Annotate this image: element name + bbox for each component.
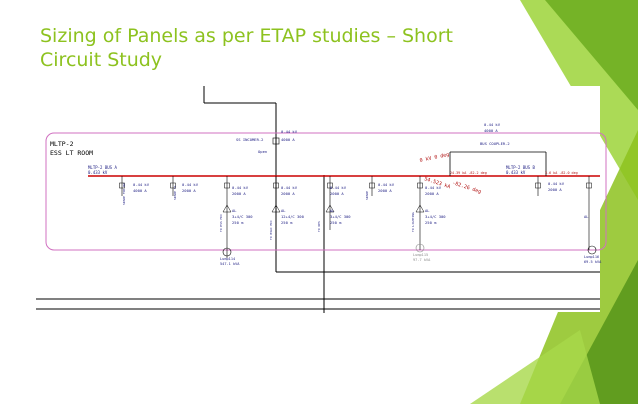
feeder-3-name: TO ESS MCC — [219, 214, 223, 232]
slide-title-line-2: Circuit Study — [40, 49, 163, 71]
feeder-right-1-amp: 2000 A — [548, 187, 562, 192]
feeder-6-amp: 2000 A — [378, 188, 392, 193]
feeder-7-kv: 0.44 kV — [425, 185, 442, 190]
feeder-3-kv: 0.44 kV — [232, 185, 249, 190]
feeder-1-kv: 0.44 kV — [133, 182, 150, 187]
right-branch-flow: 3.6 kA -82.0 deg — [545, 171, 578, 175]
feeder-7-amp: 2000 A — [425, 191, 439, 196]
feeder-7-name: TO LIGHTING — [411, 212, 415, 232]
coupler-breaker: BUS COUPLER-2 — [480, 141, 510, 146]
load-2-kva: 97.7 kVA — [413, 258, 431, 262]
feeder-right-2-cable: AL — [584, 214, 589, 219]
feeder-2-kv: 0.44 kV — [182, 182, 199, 187]
load-3-kva: 69.5 kVA — [584, 260, 602, 264]
feeder-2: 0.44 kV 2000 A SPARE F1 — [170, 176, 199, 200]
feeder-4-kv: 0.44 kV — [281, 185, 298, 190]
feeder-1-amp: 4000 A — [133, 188, 147, 193]
cable-2-size: 12+4/C 300 — [281, 214, 305, 219]
feeder-7: 0.44 kV 2000 A TO LIGHTING AL 3+4/C 300 … — [411, 176, 446, 262]
cable-4-len: 250 m — [425, 220, 437, 225]
feeder-4-name: TO HVAC MCC — [269, 220, 273, 240]
cable-3: AL — [330, 208, 335, 213]
slide-title-line-1: Sizing of Panels as per ETAP studies – S… — [40, 25, 453, 47]
diagram-backdrop — [34, 86, 600, 312]
cable-4: AL — [425, 208, 430, 213]
incomer-state: Open — [258, 149, 267, 154]
feeder-3: 0.44 kV 2000 A TO ESS MCC AL 3+4/C 300 2… — [219, 176, 253, 266]
incomer-rating: 4000 A — [281, 137, 295, 142]
room-name: ESS LT ROOM — [50, 149, 93, 157]
cable-3-len: 250 m — [330, 220, 342, 225]
feeder-4-amp: 2000 A — [281, 191, 295, 196]
branch-flow: 24.39 kA -82.2 deg — [450, 171, 487, 175]
load-1: Lump114 — [220, 257, 235, 261]
feeder-1-name: SPARE FOR HV — [122, 183, 126, 205]
panel-frame — [45, 132, 607, 251]
cable-1-len: 250 m — [232, 220, 244, 225]
feeder-3-amp: 2000 A — [232, 191, 246, 196]
load-1-kva: 547.1 kVA — [220, 262, 240, 266]
feeder-4: 0.44 kV 2000 A TO HVAC MCC AL 12+4/C 300… — [269, 176, 305, 240]
cable-2-len: 250 m — [281, 220, 293, 225]
feeder-right-2: AL Lump116 69.5 kVA — [584, 176, 602, 264]
feeder-5-amp: 2000 A — [330, 191, 344, 196]
left-bus-label: MLTP-2 BUS A — [88, 165, 117, 170]
feeder-2-name: SPARE F1 — [173, 185, 177, 200]
right-bus-label: MLTP-2 BUS B — [506, 165, 535, 170]
cable-1-size: 3+4/C 300 — [232, 214, 253, 219]
left-bus-kv: 0.433 kV — [88, 170, 108, 175]
feeder-5-name: TO UPS — [317, 221, 321, 232]
load-3: Lump116 — [584, 255, 599, 259]
feeder-right-1-kv: 0.44 kV — [548, 181, 565, 186]
cable-4-size: 3+4/C 300 — [425, 214, 446, 219]
feeder-2-amp: 2000 A — [182, 188, 196, 193]
cable-2: AL — [281, 208, 286, 213]
slide-title: Sizing of Panels as per ETAP studies – S… — [40, 24, 460, 72]
cable-3-size: 3+4/C 300 — [330, 214, 351, 219]
right-bus-kv: 0.433 kV — [506, 170, 526, 175]
feeder-6-kv: 0.44 kV — [378, 182, 395, 187]
incomer-breaker: SS INCOMER-2 — [236, 137, 263, 142]
load-2: Lump115 — [413, 253, 428, 257]
coupler-kv: 0.44 kV — [484, 122, 501, 127]
cable-1: AL — [232, 208, 237, 213]
feeder-1: 0.44 kV 4000 A SPARE FOR HV — [119, 176, 150, 205]
incomer-kv: 0.44 kV — [281, 129, 298, 134]
feeder-5-kv: 0.44 kV — [330, 185, 347, 190]
feeder-5: 0.44 kV 2000 A TO UPS AL 3+4/C 300 250 m — [317, 176, 351, 232]
feeder-6: 0.44 kV 2000 A SPARE — [365, 176, 395, 200]
coupler-rating: 4000 A — [484, 128, 498, 133]
feeder-right-1: 0.44 kV 2000 A — [535, 176, 565, 196]
panel-name: MLTP-2 — [50, 140, 74, 148]
feeder-6-name: SPARE — [365, 191, 369, 200]
